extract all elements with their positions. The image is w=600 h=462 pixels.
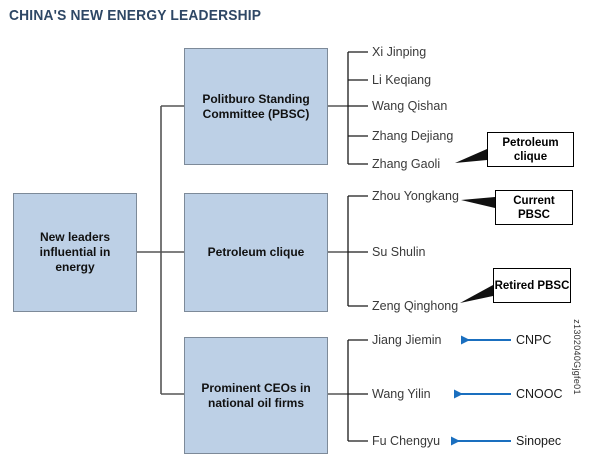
leaf-wang-qishan[interactable]: Wang Qishan <box>372 99 448 113</box>
group-2-leaf-connector <box>327 195 368 307</box>
leaf-xi-jinping[interactable]: Xi Jinping <box>372 45 427 59</box>
callout-retired-pbsc[interactable]: Retired PBSC <box>493 268 571 303</box>
leaf-zhang-dejiang[interactable]: Zhang Dejiang <box>372 129 454 143</box>
image-id-watermark: z1302040Gjgfe01 <box>572 319 582 395</box>
node-group-petroleum-clique[interactable]: Petroleum clique <box>184 193 328 312</box>
group-1-leaf-connector <box>327 51 368 165</box>
callout-petroleum-clique[interactable]: Petroleum clique <box>487 132 574 167</box>
leaf-su-shulin[interactable]: Su Shulin <box>372 245 426 259</box>
firm-label-cnooc[interactable]: CNOOC <box>516 387 563 401</box>
node-root[interactable]: New leaders influential in energy <box>13 193 137 312</box>
leaf-jiang-jiemin[interactable]: Jiang Jiemin <box>372 333 442 347</box>
callout-current-pbsc[interactable]: Current PBSC <box>495 190 573 225</box>
callout-leader-petroleum-clique <box>455 149 487 163</box>
callout-leader-retired-pbsc <box>460 285 493 303</box>
leaf-zeng-qinghong[interactable]: Zeng Qinghong <box>372 299 459 313</box>
firm-label-cnpc[interactable]: CNPC <box>516 333 552 347</box>
node-group-pbsc[interactable]: Politburo Standing Committee (PBSC) <box>184 48 328 165</box>
leaf-li-keqiang[interactable]: Li Keqiang <box>372 73 432 87</box>
leaf-wang-yilin[interactable]: Wang Yilin <box>372 387 431 401</box>
page-title: CHINA'S NEW ENERGY LEADERSHIP <box>9 7 262 24</box>
callout-leader-current-pbsc <box>461 197 495 208</box>
leaf-fu-chengyu[interactable]: Fu Chengyu <box>372 434 441 448</box>
leaf-zhou-yongkang[interactable]: Zhou Yongkang <box>372 189 459 203</box>
root-trunk-connector <box>137 105 184 395</box>
leaf-zhang-gaoli[interactable]: Zhang Gaoli <box>372 157 441 171</box>
firm-label-sinopec[interactable]: Sinopec <box>516 434 562 448</box>
group-3-leaf-connector <box>327 339 368 442</box>
node-group-prominent-ceos[interactable]: Prominent CEOs in national oil firms <box>184 337 328 454</box>
